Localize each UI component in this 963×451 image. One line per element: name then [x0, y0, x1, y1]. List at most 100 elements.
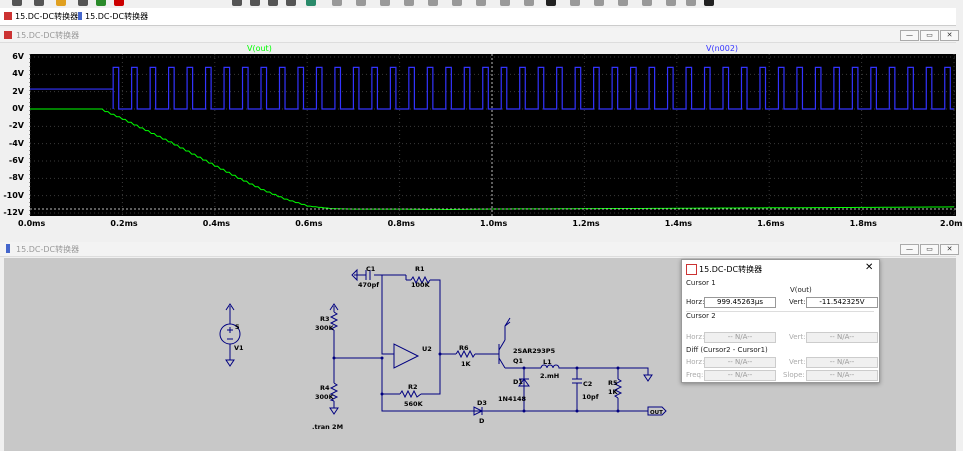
- run-icon[interactable]: [96, 0, 106, 6]
- opamp-u2[interactable]: [393, 343, 420, 369]
- dialog-title: 15.DC-DC转换器: [699, 265, 763, 274]
- ground-symbol: [643, 374, 653, 382]
- y-tick-label: 6V: [12, 52, 24, 61]
- voltage-source-v1[interactable]: [219, 323, 241, 345]
- resistor-r6[interactable]: [455, 349, 476, 359]
- zoom-in-icon[interactable]: [232, 0, 242, 6]
- zoom-out-icon[interactable]: [250, 0, 260, 6]
- rotate-icon[interactable]: [666, 0, 676, 6]
- zoom-fit-icon[interactable]: [268, 0, 278, 6]
- move-icon[interactable]: [524, 0, 534, 6]
- y-tick-label: -4V: [8, 138, 24, 148]
- freq-field[interactable]: -- N/A--: [704, 370, 776, 381]
- resistor-icon[interactable]: [404, 0, 414, 6]
- drag-icon[interactable]: [546, 0, 556, 6]
- wire: [430, 279, 441, 354]
- resistor-r5[interactable]: [613, 378, 623, 399]
- waveform-plot[interactable]: [29, 54, 956, 216]
- trace-label-vout[interactable]: V(out): [247, 44, 272, 53]
- tab-waveform[interactable]: 15.DC-DC转换器: [78, 10, 148, 23]
- diff-vert-label: Vert:: [789, 358, 806, 366]
- r2-name: R2: [408, 383, 418, 391]
- dialog-close-button[interactable]: ✕: [865, 262, 874, 273]
- slope-label: Slope:: [783, 371, 805, 379]
- r1-value: 100K: [411, 281, 431, 289]
- halt-icon[interactable]: [114, 0, 124, 6]
- out-flag[interactable]: [647, 406, 667, 416]
- resistor-r3[interactable]: [329, 311, 339, 331]
- trace-label-vn002[interactable]: V(n002): [706, 44, 739, 53]
- redo-icon[interactable]: [594, 0, 604, 6]
- diode-d1[interactable]: [518, 375, 530, 392]
- junction-dot: [522, 409, 526, 413]
- cursor1-vert-field[interactable]: -11.542325V: [806, 297, 878, 308]
- zoom-area-icon[interactable]: [286, 0, 296, 6]
- autorange-icon[interactable]: [306, 0, 316, 6]
- minimize-button[interactable]: —: [900, 244, 919, 255]
- y-tick-label: -8V: [8, 173, 24, 183]
- wire: [505, 367, 525, 375]
- save-icon[interactable]: [56, 0, 66, 6]
- restore-button[interactable]: ▭: [920, 244, 939, 255]
- wire: [618, 367, 649, 375]
- slope-field[interactable]: -- N/A--: [806, 370, 878, 381]
- trace-vout[interactable]: [30, 108, 955, 211]
- mirror-icon[interactable]: [686, 0, 696, 6]
- trace-vn002[interactable]: [30, 66, 954, 110]
- tab-schematic[interactable]: 15.DC-DC转换器: [4, 10, 78, 23]
- new-schematic-icon[interactable]: [12, 0, 22, 6]
- junction-dot: [380, 392, 384, 396]
- diff-vert-field[interactable]: -- N/A--: [806, 357, 878, 368]
- diff-horz-label: Horz:: [686, 358, 705, 366]
- x-tick-label: 0.6ms: [295, 219, 323, 228]
- inductor-icon[interactable]: [452, 0, 462, 6]
- resistor-r1[interactable]: [410, 275, 431, 285]
- wire-icon[interactable]: [332, 0, 342, 6]
- wire: [561, 367, 578, 379]
- x-tick-label: 0.4ms: [202, 219, 231, 228]
- inductor-l1[interactable]: [540, 364, 561, 369]
- resistor-r2[interactable]: [399, 389, 422, 399]
- find-icon[interactable]: [704, 0, 714, 6]
- d3-name: D3: [477, 399, 487, 407]
- undo-icon[interactable]: [570, 0, 580, 6]
- resistor-r4[interactable]: [329, 382, 339, 402]
- r5-name: R5: [608, 379, 618, 387]
- label-icon[interactable]: [380, 0, 390, 6]
- text-icon[interactable]: [618, 0, 628, 6]
- plot-window-title: 15.DC-DC转换器: [16, 31, 80, 40]
- cursor1-horz-field[interactable]: 999.45263µs: [704, 297, 776, 308]
- spice-directive-icon[interactable]: [642, 0, 652, 6]
- component-icon[interactable]: [500, 0, 510, 6]
- diode-d3[interactable]: [472, 406, 486, 416]
- minimize-button[interactable]: —: [900, 30, 919, 41]
- wire: [577, 367, 619, 379]
- r4-name: R4: [320, 384, 330, 392]
- supply-flag: [504, 321, 511, 327]
- close-button[interactable]: ✕: [940, 30, 959, 41]
- restore-button[interactable]: ▭: [920, 30, 939, 41]
- open-icon[interactable]: [34, 0, 44, 6]
- wire: [381, 275, 394, 355]
- ground-icon[interactable]: [356, 0, 366, 6]
- ground-symbol: [329, 407, 339, 415]
- settings-icon[interactable]: [78, 0, 88, 6]
- cursor2-horz-field[interactable]: -- N/A--: [704, 332, 776, 343]
- diff-horz-field[interactable]: -- N/A--: [704, 357, 776, 368]
- junction-dot: [616, 366, 620, 370]
- cursor2-vert-field[interactable]: -- N/A--: [806, 332, 878, 343]
- diff-label: Diff (Cursor2 - Cursor1): [686, 346, 768, 354]
- cursor1-trace: V(out): [790, 286, 812, 294]
- transistor-q1[interactable]: [492, 339, 506, 369]
- diode-icon[interactable]: [476, 0, 486, 6]
- x-tick-label: 0.8ms: [387, 219, 415, 228]
- freq-label: Freq:: [686, 371, 704, 379]
- capacitor-icon[interactable]: [428, 0, 438, 6]
- r4-value: 300K: [315, 393, 335, 401]
- tab-label: 15.DC-DC转换器: [15, 12, 79, 21]
- v1-name: V1: [234, 344, 244, 352]
- tran-directive[interactable]: .tran 2M: [312, 423, 343, 431]
- capacitor-c2[interactable]: [572, 378, 582, 384]
- close-button[interactable]: ✕: [940, 244, 959, 255]
- capacitor-c1[interactable]: [365, 270, 371, 280]
